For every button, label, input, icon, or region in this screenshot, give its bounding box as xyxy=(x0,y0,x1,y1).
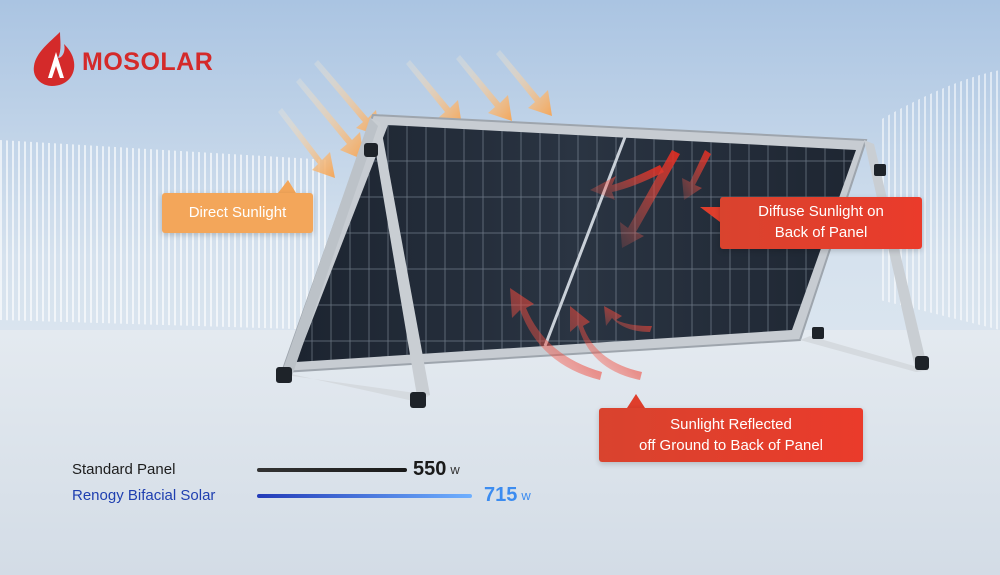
standard-panel-row: Standard Panel 550 w xyxy=(72,458,460,481)
logo-flame-icon xyxy=(33,32,75,86)
bifacial-panel-unit: w xyxy=(521,488,531,503)
diffuse-callout-line1: Diffuse Sunlight on xyxy=(758,203,884,220)
brand-logo: MOSOLAR xyxy=(30,20,213,90)
direct-sunlight-arrows xyxy=(278,50,552,178)
bifacial-panel-label: Renogy Bifacial Solar xyxy=(72,487,216,504)
standard-panel-bar xyxy=(257,467,407,472)
diffuse-callout-line2: Back of Panel xyxy=(774,224,868,241)
standard-panel-value: 550 xyxy=(413,458,447,480)
standard-panel-label: Standard Panel xyxy=(72,461,176,478)
reflected-callout-line2: off Ground to Back of Panel xyxy=(638,437,823,454)
reflected-callout-line1: Sunlight Reflected xyxy=(670,416,792,433)
standard-panel-unit: w xyxy=(450,462,460,477)
diffuse-sunlight-arrows xyxy=(590,150,711,248)
diffuse-sunlight-callout: Diffuse Sunlight on Back of Panel xyxy=(720,197,922,249)
bifacial-panel-value: 715 xyxy=(484,484,518,506)
reflected-sunlight-arrows xyxy=(510,288,652,380)
bifacial-panel-row: Renogy Bifacial Solar 715 w xyxy=(72,484,531,507)
logo-mark xyxy=(30,24,90,86)
reflected-sunlight-callout: Sunlight Reflected off Ground to Back of… xyxy=(599,408,863,462)
logo-text: MOSOLAR xyxy=(82,47,214,76)
bifacial-panel-bar xyxy=(257,493,472,498)
direct-sunlight-callout: Direct Sunlight xyxy=(162,193,313,233)
